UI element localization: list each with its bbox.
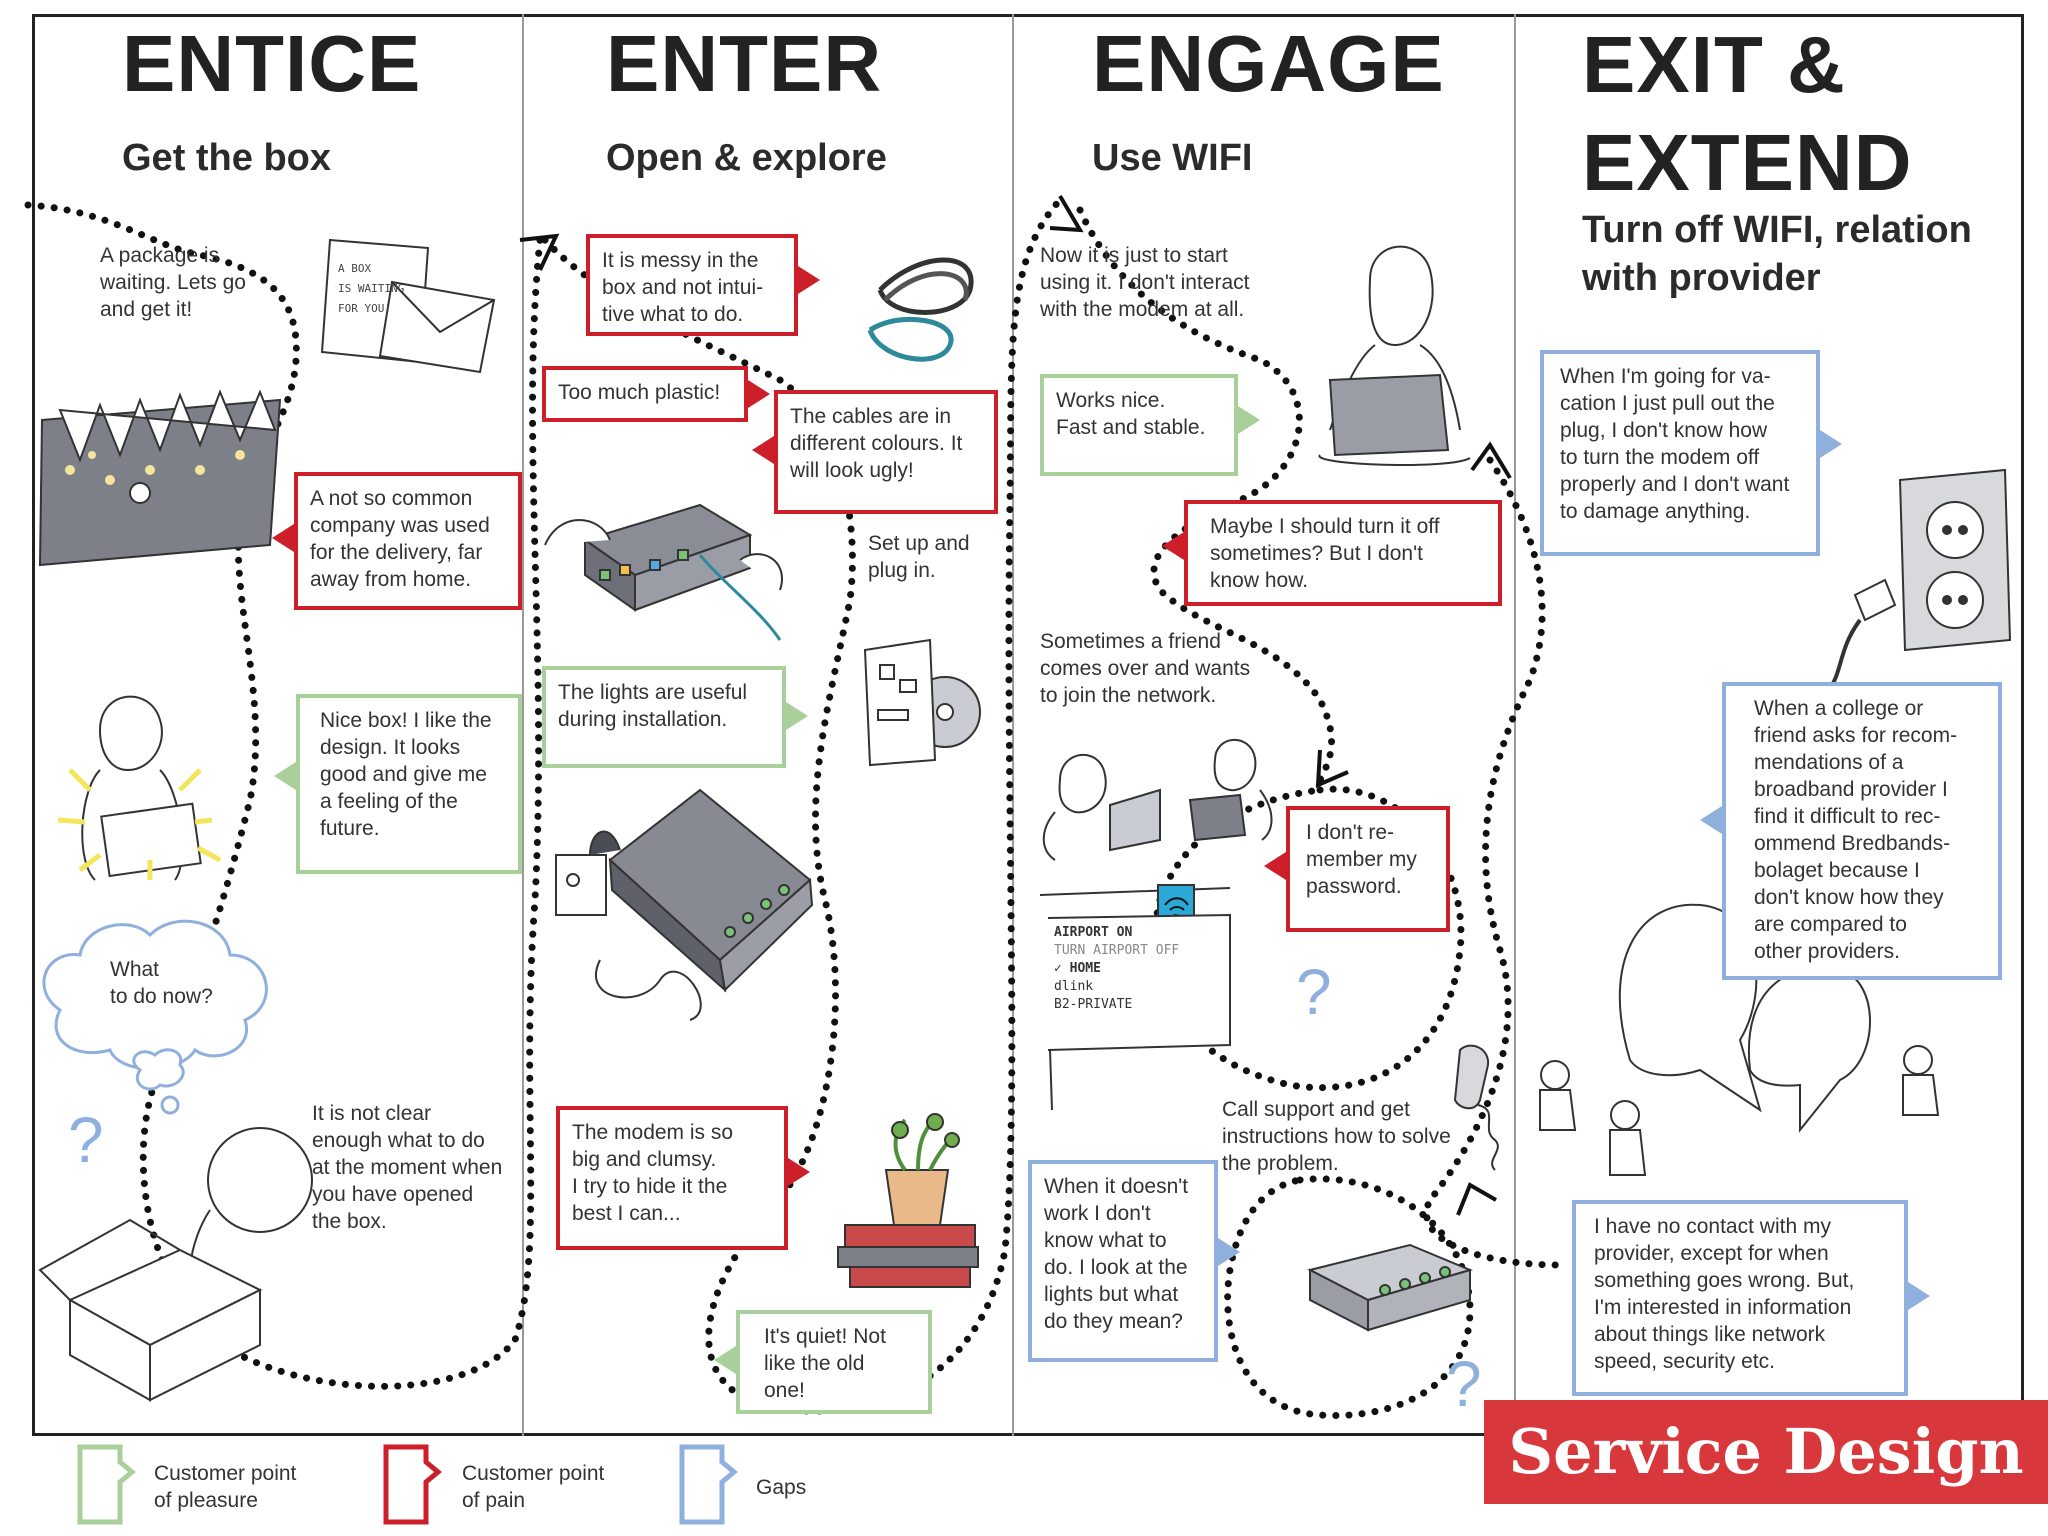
callout-tail (1162, 532, 1184, 560)
callout-tail (714, 1346, 736, 1374)
wifi-list-item: AIRPORT ON (1054, 925, 1133, 940)
question-mark-icon: ? (68, 1104, 104, 1176)
pain-delivery-company: A not so common company was used for the… (294, 472, 522, 610)
path-arrowhead (1049, 194, 1084, 233)
path-arrowhead (519, 233, 560, 271)
pain-modem-clumsy: The modem is so big and clumsy. I try to… (556, 1106, 788, 1250)
callout-tail (274, 762, 296, 790)
stage-subtitle-exit-extend: Turn off WIFI, relation with provider (1582, 209, 1972, 299)
path-arrowhead (1456, 1182, 1497, 1216)
pain-turn-off-modem: Maybe I should turn it off sometimes? Bu… (1184, 500, 1502, 606)
callout-tail (786, 702, 808, 730)
stage-divider (1514, 14, 1516, 1436)
stage-divider (522, 14, 524, 1436)
friends-with-laptops-sketch (1042, 738, 1273, 861)
callout-tail (1908, 1282, 1930, 1310)
path-arrowhead (1315, 749, 1349, 789)
router-in-hands-sketch (544, 503, 783, 641)
callout-tail (1820, 430, 1842, 458)
callout-tail (748, 380, 770, 408)
stage-divider (1012, 14, 1014, 1436)
wifi-list-item: TURN AIRPORT OFF (1054, 943, 1180, 958)
modem-sketch (555, 788, 814, 1021)
legend-pain-label: Customer point of pain (462, 1462, 605, 1512)
question-mark-icon: ? (1446, 1348, 1482, 1420)
question-mark-icon: ? (1296, 956, 1332, 1028)
stage-title-exit-extend: EXIT & EXTEND (1582, 20, 1913, 207)
stage-title-enter: ENTER (606, 19, 883, 108)
pleasure-works-nice: Works nice. Fast and stable. (1040, 374, 1238, 476)
pain-too-much-plastic: Too much plastic! (542, 366, 748, 422)
person-with-laptop-sketch (1318, 245, 1471, 467)
gap-no-contact: I have no contact with my provider, exce… (1572, 1200, 1908, 1396)
gap-lights-meaning: When it doesn't work I don't know what t… (1028, 1160, 1218, 1362)
letter-sketch-text: A BOX (338, 262, 371, 275)
wifi-list-item: ✓ HOME (1054, 961, 1101, 976)
gap-recommend-provider: When a college or friend asks for recom-… (1722, 682, 2002, 980)
wall-socket-sketch (1799, 468, 2012, 712)
callout-tail (272, 524, 294, 552)
path-arrowhead (1470, 441, 1512, 480)
note-set-up-plug-in: Set up and plug in. (868, 532, 970, 582)
legend-gap-label: Gaps (756, 1476, 807, 1499)
pleasure-nice-box: Nice box! I like the design. It looks go… (296, 694, 522, 874)
stage-subtitle-enter: Open & explore (606, 137, 887, 179)
legend-pleasure-label: Customer point of pleasure (154, 1462, 297, 1512)
journey-path (24, 201, 544, 1390)
callout-tail (1700, 806, 1722, 834)
letter-sketch-text: FOR YOU! (338, 302, 391, 315)
thinking-cloud (42, 919, 268, 1115)
note-friend-joins: Sometimes a friend comes over and wants … (1040, 630, 1251, 707)
callout-tail (788, 1158, 810, 1186)
wifi-network-list: AIRPORT ON TURN AIRPORT OFF ✓ HOME dlink… (1054, 924, 1179, 1014)
gap-turn-off-vacation: When I'm going for va- cation I just pul… (1540, 350, 1820, 556)
note-call-support: Call support and get instructions how to… (1222, 1098, 1451, 1175)
letter-sketch-text: IS WAITING (338, 282, 404, 295)
callout-tail (1264, 852, 1286, 880)
letter-sketch (320, 238, 496, 374)
pain-messy-box: It is messy in the box and not intui- ti… (586, 234, 798, 336)
note-not-clear: It is not clear enough what to do at the… (312, 1102, 503, 1233)
person-opening-box-sketch (38, 1127, 313, 1402)
stage-subtitle-entice: Get the box (122, 137, 332, 179)
plant-on-books-sketch (837, 1113, 979, 1288)
stage-subtitle-engage: Use WIFI (1092, 137, 1253, 179)
legend-gap-icon (679, 1444, 738, 1525)
stage-title-engage: ENGAGE (1092, 19, 1445, 108)
journey-path (1423, 456, 1564, 1269)
pleasure-useful-lights: The lights are useful during installatio… (542, 666, 786, 768)
pain-cable-colours: The cables are in different colours. It … (774, 390, 998, 514)
callout-tail (798, 266, 820, 294)
stage-title-entice: ENTICE (122, 19, 422, 108)
person-with-box-sketch (57, 695, 222, 881)
pleasure-quiet-modem: It's quiet! Not like the old one! (736, 1310, 932, 1414)
legend-pleasure-icon (77, 1444, 136, 1525)
modem-closeup-sketch (1307, 1243, 1473, 1332)
legend-pain-icon (383, 1444, 442, 1525)
service-design-badge: Service Design (1484, 1400, 2048, 1504)
cables-sketch (867, 257, 974, 362)
callout-tail (1238, 406, 1260, 434)
city-skyline-sketch (38, 389, 282, 567)
wifi-menu-sketch (1039, 884, 1231, 1111)
callout-tail (752, 436, 774, 464)
note-start-using: Now it is just to start using it. I don'… (1040, 244, 1250, 321)
pain-forgot-password: I don't re- member my password. (1286, 806, 1450, 932)
cloud-what-to-do: What to do now? (110, 958, 213, 1008)
wifi-list-item: B2-PRIVATE (1054, 997, 1133, 1012)
wifi-list-item: dlink (1054, 979, 1094, 994)
manual-and-cd-sketch (863, 638, 981, 767)
note-package-waiting: A package is waiting. Lets go and get it… (100, 244, 246, 321)
callout-tail (1218, 1238, 1240, 1266)
phone-sketch (1453, 1044, 1499, 1171)
